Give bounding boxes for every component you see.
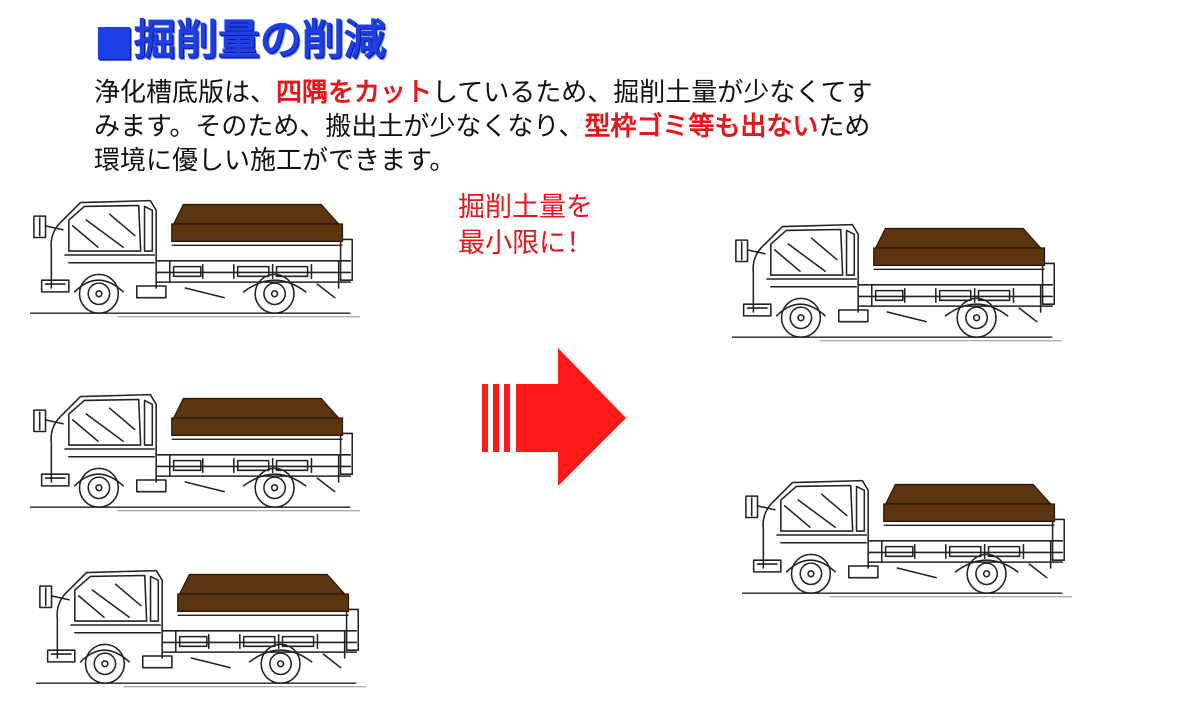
dump-truck-icon bbox=[30, 384, 360, 512]
callout-line-1: 掘削土量を bbox=[458, 192, 593, 223]
dump-truck-icon bbox=[30, 190, 360, 318]
highlight-no-formwork-waste: 型枠ゴミ等も出ない bbox=[584, 112, 819, 142]
description-paragraph: 浄化槽底版は、四隅をカットしているため、掘削土量が少なくてす みます。そのため、… bbox=[94, 76, 872, 178]
dump-truck-icon bbox=[732, 214, 1062, 342]
dump-truck-icon bbox=[742, 470, 1072, 598]
dump-truck-icon bbox=[36, 560, 366, 688]
callout-text: 掘削土量を 最小限に！ bbox=[458, 190, 593, 262]
description-line-1: 浄化槽底版は、四隅をカットしているため、掘削土量が少なくてす bbox=[94, 78, 873, 108]
description-line-3: 環境に優しい施工ができます。 bbox=[94, 146, 456, 176]
slide-title: ■掘削量の削減 bbox=[94, 15, 386, 64]
callout-line-2: 最小限に！ bbox=[458, 228, 593, 259]
description-line-2: みます。そのため、搬出土が少なくなり、型枠ゴミ等も出ないため bbox=[94, 112, 871, 142]
right-arrow-icon bbox=[482, 348, 626, 486]
highlight-corner-cut: 四隅をカット bbox=[276, 78, 433, 108]
